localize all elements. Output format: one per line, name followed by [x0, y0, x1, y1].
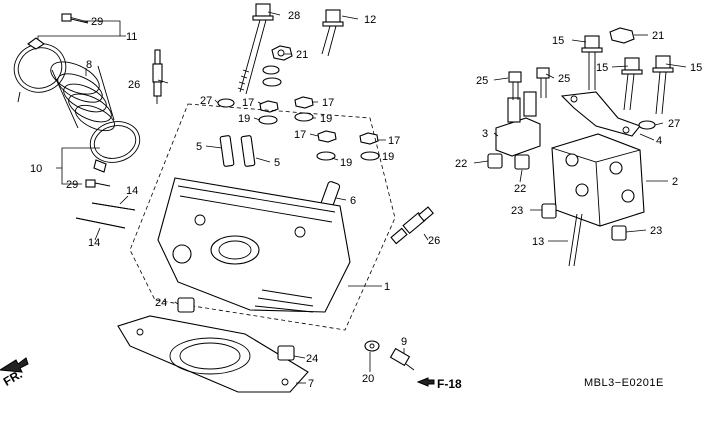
holder-plate — [560, 91, 641, 137]
callout-26-lower: 26 — [428, 235, 440, 247]
bolt-15-top — [581, 35, 603, 90]
callout-15-right: 15 — [690, 62, 702, 74]
cylinder-head-outline — [129, 103, 396, 331]
cap-nut-right — [609, 27, 635, 44]
callout-22-left: 22 — [455, 158, 467, 170]
callout-3: 3 — [482, 128, 488, 140]
dowel-pin-left — [177, 297, 195, 313]
sealing-washer-right — [638, 120, 656, 130]
callout-labels: 29 11 8 26 10 29 14 14 28 12 21 27 17 19… — [1, 10, 702, 391]
callout-5-right: 5 — [274, 157, 280, 169]
stud-bolt-lower — [75, 217, 126, 229]
callout-27-right: 27 — [668, 118, 680, 130]
callout-7: 7 — [308, 378, 314, 390]
dowel-23-left — [541, 203, 557, 219]
callout-27-left: 27 — [200, 95, 212, 107]
spark-plug-upper — [152, 49, 163, 104]
callout-29-lower: 29 — [66, 179, 78, 191]
direction-reference: F-18 — [437, 377, 462, 391]
callout-19-a: 19 — [238, 113, 250, 125]
callout-4: 4 — [656, 135, 662, 147]
callout-17-a: 17 — [242, 97, 254, 109]
callout-22-right: 22 — [514, 183, 526, 195]
intake-tube-rubber — [50, 61, 115, 132]
callout-15-top: 15 — [552, 35, 564, 47]
callout-17-d: 17 — [388, 135, 400, 147]
dowel-pin-right — [277, 345, 295, 361]
head-gasket — [117, 315, 309, 393]
nut-group-lower-left — [316, 130, 337, 161]
hose-clamp-upper — [13, 37, 67, 103]
callout-11: 11 — [126, 31, 137, 43]
hose-clamp-lower — [89, 121, 141, 173]
callout-24-left: 24 — [155, 297, 167, 309]
callout-29-upper: 29 — [91, 16, 103, 28]
front-arrow-icon — [0, 357, 29, 373]
washer-20 — [364, 340, 380, 352]
bolt-15-right — [652, 55, 674, 115]
callout-5-left: 5 — [196, 141, 202, 153]
stud-bolt-upper — [91, 202, 136, 211]
water-joint-bolt — [389, 347, 415, 371]
washer-a — [262, 65, 280, 75]
collar-22-left — [487, 153, 503, 169]
callout-19-b: 19 — [320, 113, 332, 125]
callout-14-upper: 14 — [126, 185, 138, 197]
nut-group-upper-right — [294, 96, 314, 122]
valve-guide-right — [240, 135, 256, 167]
bolt-15-middle — [621, 57, 643, 111]
callout-17-b: 17 — [322, 97, 334, 109]
callout-9: 9 — [401, 336, 407, 348]
callout-8: 8 — [86, 59, 92, 71]
callout-21-center: 21 — [296, 49, 308, 61]
spark-plug-lower — [390, 206, 434, 245]
callout-21-right: 21 — [652, 30, 664, 42]
screw-lower — [85, 179, 111, 188]
callout-19-d: 19 — [382, 151, 394, 163]
flange-bolt — [321, 9, 344, 57]
callout-10: 10 — [30, 163, 42, 175]
nut-group-upper-left — [258, 100, 279, 125]
callout-17-c: 17 — [294, 129, 306, 141]
callout-23-left: 23 — [511, 205, 523, 217]
camshaft-holder — [551, 133, 645, 227]
callout-23-right: 23 — [650, 225, 662, 237]
nut-group-lower-right — [359, 132, 380, 161]
callout-25-right: 25 — [558, 73, 570, 85]
callout-2: 2 — [672, 176, 678, 188]
callout-20: 20 — [362, 373, 374, 385]
direction-arrow-icon — [416, 377, 435, 387]
cap-nut-center — [271, 45, 293, 61]
callout-13: 13 — [532, 236, 544, 248]
callout-12: 12 — [364, 14, 376, 26]
screw-upper — [61, 13, 89, 24]
callout-28: 28 — [288, 10, 300, 22]
bolt-25-left — [508, 71, 522, 100]
dowel-23-right — [611, 225, 627, 241]
stud-13 — [568, 213, 583, 267]
valve-guide-left — [219, 135, 235, 167]
callout-15-middle: 15 — [596, 62, 608, 74]
rocker-arm — [495, 91, 541, 157]
callout-6: 6 — [350, 195, 356, 207]
callout-26-upper: 26 — [128, 79, 140, 91]
drawing-code: MBL3−E0201E — [584, 377, 664, 389]
leader-lines — [37, 11, 687, 384]
collar-22-right — [514, 154, 530, 170]
callout-25-left: 25 — [476, 75, 488, 87]
bolt-25-right — [536, 67, 550, 98]
callout-1: 1 — [384, 281, 390, 293]
washer-b — [262, 77, 282, 87]
long-bolt — [237, 3, 274, 95]
callout-19-c: 19 — [340, 157, 352, 169]
callout-24-right: 24 — [306, 353, 318, 365]
sealing-washer-left — [217, 98, 235, 108]
callout-14-lower: 14 — [88, 237, 100, 249]
cylinder-head — [157, 177, 351, 313]
